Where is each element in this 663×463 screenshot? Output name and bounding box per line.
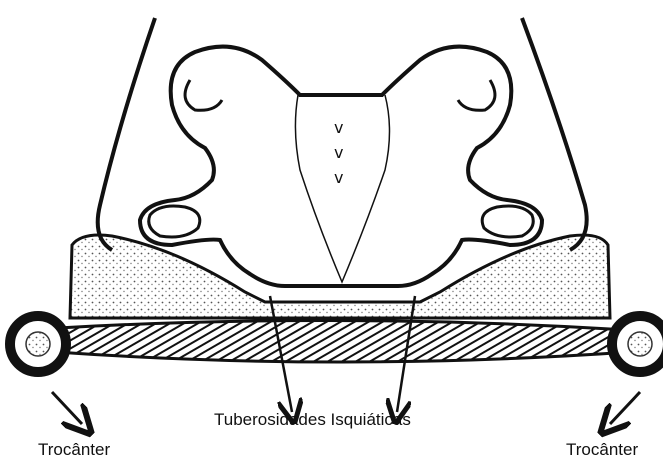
arrow-trochanter-left bbox=[52, 392, 82, 424]
trochanter-right-circle bbox=[612, 316, 663, 372]
spine-mark-1: v bbox=[334, 118, 343, 137]
trochanter-left-circle bbox=[10, 316, 66, 372]
label-trochanter-right: Trocânter bbox=[566, 440, 638, 460]
label-ischial-tuberosities: Tuberosidades Isquiáticas bbox=[214, 410, 411, 430]
seat-surface bbox=[56, 320, 630, 362]
spine-mark-3: v bbox=[334, 168, 343, 187]
spine-mark-2: v bbox=[334, 143, 343, 162]
label-trochanter-left: Trocânter bbox=[38, 440, 110, 460]
pelvis-bone-outline bbox=[140, 47, 542, 286]
arrow-trochanter-right bbox=[610, 392, 640, 424]
